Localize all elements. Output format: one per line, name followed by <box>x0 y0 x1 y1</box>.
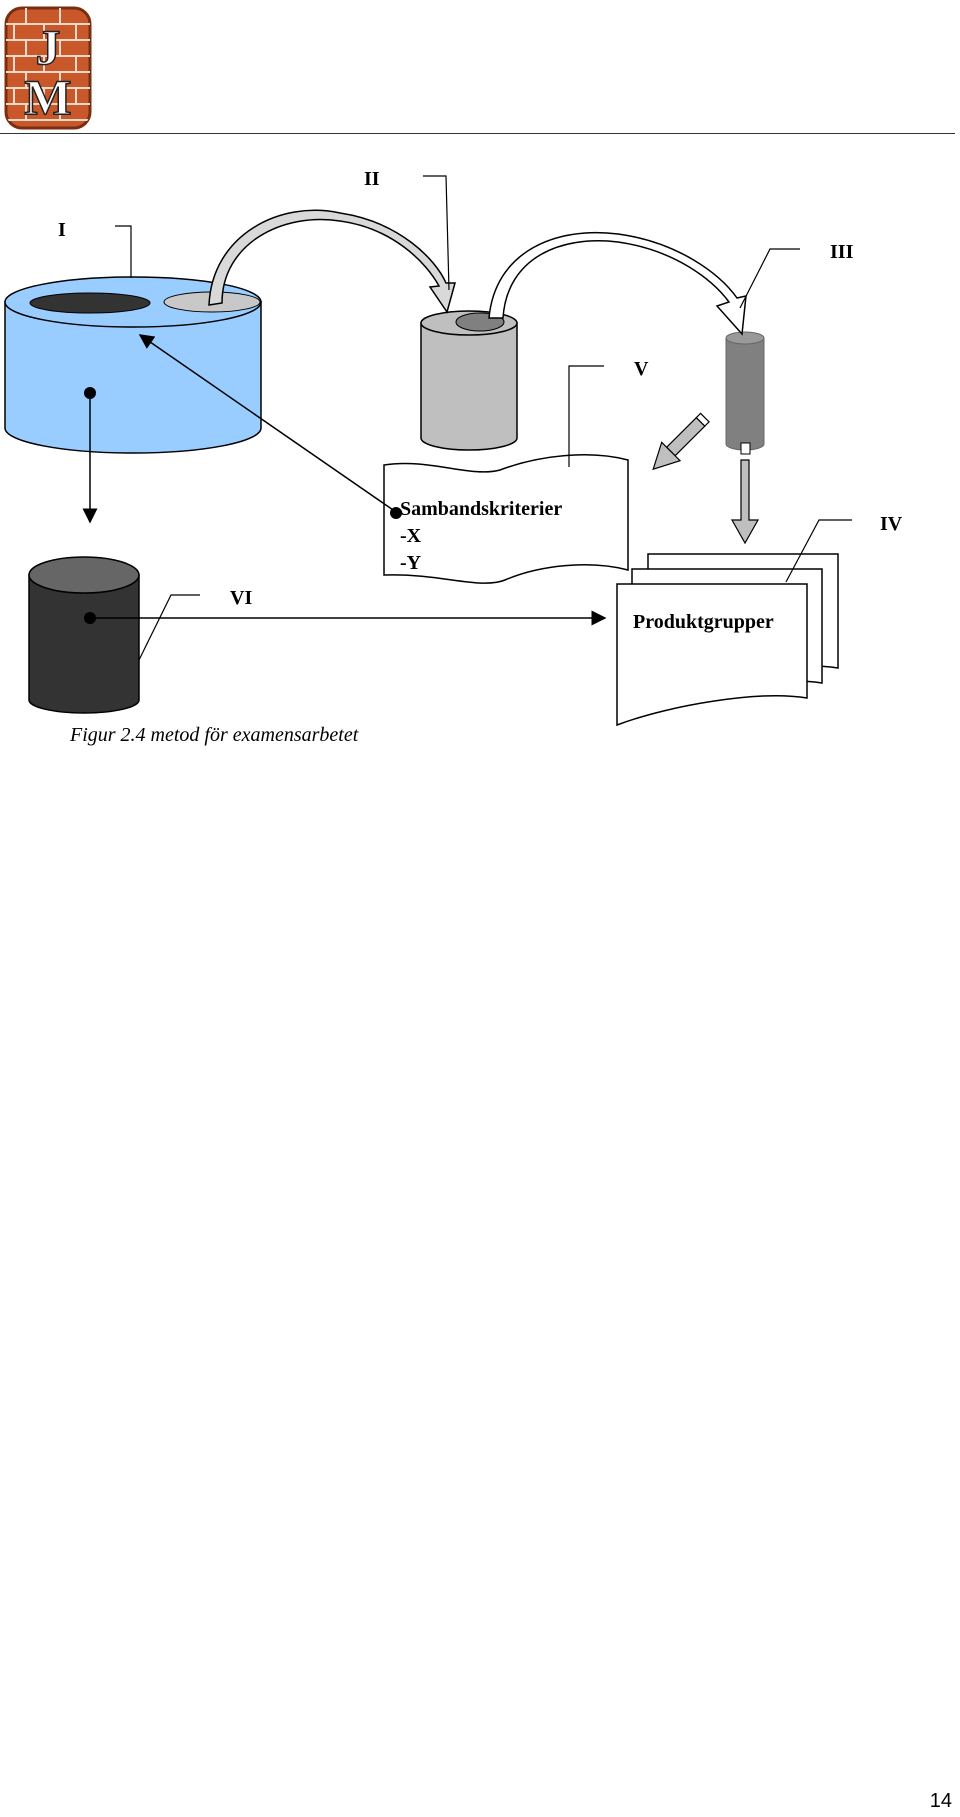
label-ii: II <box>364 168 380 190</box>
label-vi: VI <box>230 587 252 609</box>
connector-dot-2 <box>390 507 402 519</box>
callout-iii <box>739 248 800 309</box>
logo-letter-m: M <box>24 69 71 125</box>
label-v: V <box>634 358 649 380</box>
dark-database <box>28 556 140 714</box>
curved-arrow-1 <box>208 209 456 314</box>
header-rule <box>0 133 955 134</box>
pencil-arrow <box>652 412 710 471</box>
large-database <box>4 276 262 454</box>
label-iv: IV <box>880 513 903 535</box>
connector-criteria-to-db <box>138 334 397 513</box>
label-i: I <box>58 219 66 241</box>
mid-database <box>420 310 518 451</box>
curved-arrow-2 <box>488 231 747 336</box>
method-diagram: Sambandskriterier -X -Y Produktgrupper I… <box>4 168 903 727</box>
criteria-title: Sambandskriterier <box>400 498 562 520</box>
down-arrow <box>730 459 760 545</box>
label-iii: III <box>830 241 854 263</box>
jm-logo: J M <box>4 6 92 130</box>
product-groups-stack <box>616 553 839 727</box>
product-groups-label: Produktgrupper <box>633 611 774 633</box>
criteria-document <box>383 454 629 584</box>
callout-iv <box>785 519 852 583</box>
page-number: 14 <box>929 1790 952 1812</box>
criteria-y: -Y <box>400 552 422 574</box>
connector-dot-3 <box>84 612 96 624</box>
criteria-x: -X <box>400 525 422 547</box>
callout-v <box>568 365 604 467</box>
small-database <box>725 331 765 455</box>
connector-dot-1 <box>84 387 96 399</box>
figure-caption: Figur 2.4 metod för examensarbetet <box>70 724 359 746</box>
logo-letter-j: J <box>36 19 61 75</box>
callout-i <box>115 225 132 278</box>
callout-vi <box>138 594 200 661</box>
callout-ii <box>423 175 450 291</box>
